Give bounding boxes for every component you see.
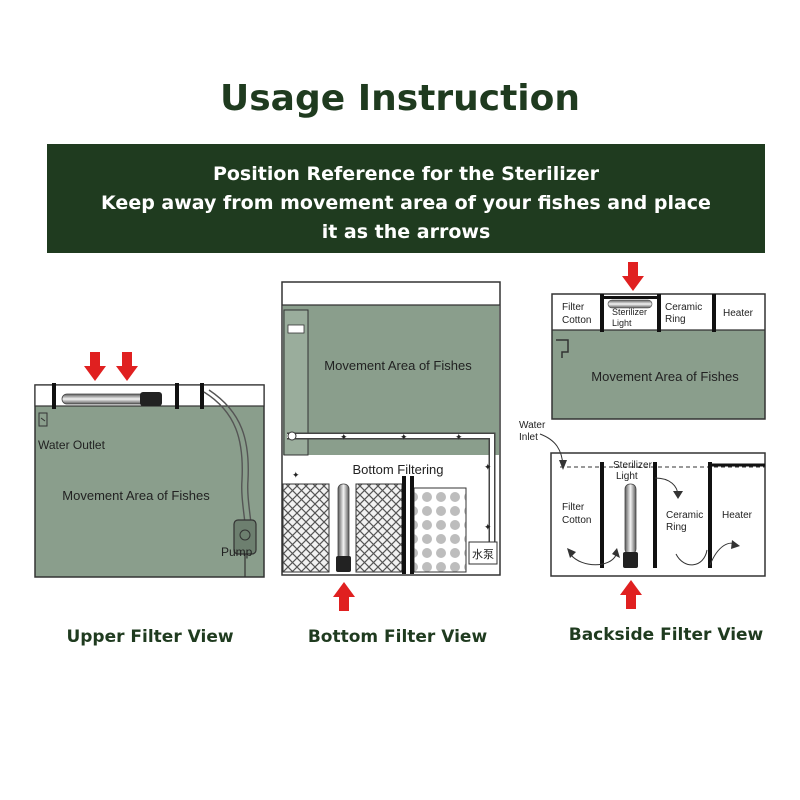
upper-water-outlet-label: Water Outlet — [38, 438, 106, 452]
top-sterilizer-label-2: Light — [612, 318, 632, 328]
upper-filter-caption: Upper Filter View — [66, 627, 234, 647]
backside-bottom-red-arrow — [620, 580, 642, 609]
svg-text:✦: ✦ — [484, 462, 492, 472]
backside-top-sterilizer — [607, 299, 653, 309]
svg-text:✦: ✦ — [340, 432, 348, 442]
upper-movement-label: Movement Area of Fishes — [62, 488, 210, 503]
bottom-pump-label: 水泵 — [472, 548, 494, 561]
upper-filter-view: Water Outlet Movement Area of Fishes Pum… — [34, 352, 265, 578]
page-title: Usage Instruction — [220, 78, 580, 119]
pump-icon — [233, 519, 257, 577]
svg-text:✦: ✦ — [484, 522, 492, 532]
water-inlet-label-1: Water — [519, 420, 546, 431]
backside-bottom-sterilizer — [623, 483, 638, 568]
bot-ceramic-label-1: Ceramic — [666, 510, 703, 521]
backside-top-red-arrow — [622, 262, 644, 291]
bot-sterilizer-label-1: Sterilizer — [613, 460, 653, 471]
bottom-tank-water — [283, 305, 499, 455]
bot-filter-cotton-label-2: Cotton — [562, 515, 591, 526]
top-ceramic-label-2: Ring — [665, 314, 686, 325]
upper-red-arrow-1 — [84, 352, 106, 381]
top-heater-label: Heater — [723, 308, 754, 319]
top-filter-cotton-label-2: Cotton — [562, 315, 591, 326]
top-ceramic-label-1: Ceramic — [665, 302, 702, 313]
backside-bottom-outline — [550, 452, 766, 577]
water-inlet-label-2: Inlet — [519, 432, 538, 443]
upper-red-arrow-2 — [116, 352, 138, 381]
backside-movement-label: Movement Area of Fishes — [591, 369, 739, 384]
top-sterilizer-label-1: Sterilizer — [612, 307, 647, 317]
backside-top-view: Filter Cotton Sterilizer Light Ceramic R… — [551, 262, 766, 420]
bot-heater-label: Heater — [722, 510, 753, 521]
bottom-filter-caption: Bottom Filter View — [307, 627, 488, 647]
upper-sterilizer-light — [61, 392, 162, 406]
flow-marks: ✦ ✦ ✦ ✦ ✦ ✦ — [292, 432, 492, 532]
pump-box — [468, 541, 498, 565]
top-filter-cotton-label-1: Filter — [562, 302, 585, 313]
backside-top-water — [552, 330, 765, 419]
water-outlet-icon — [38, 412, 48, 427]
flow-arrowheads — [567, 491, 740, 558]
sponge-block-1 — [282, 483, 330, 573]
overflow-column — [283, 309, 309, 456]
bot-filter-cotton-label-1: Filter — [562, 502, 585, 513]
backside-filter-caption: Backside Filter View — [568, 625, 764, 645]
bottom-filter-view: Movement Area of Fishes Bottom Filtering… — [281, 281, 501, 611]
banner-line-2: Keep away from movement area of your fis… — [101, 192, 711, 214]
bot-sterilizer-label-2: Light — [616, 471, 638, 482]
svg-text:✦: ✦ — [292, 470, 300, 480]
upper-pump-label: Pump — [221, 545, 253, 559]
banner-line-3: it as the arrows — [321, 221, 491, 243]
banner-line-1: Position Reference for the Sterilizer — [212, 163, 600, 185]
svg-text:✦: ✦ — [400, 432, 408, 442]
bottom-filtering-label: Bottom Filtering — [352, 462, 443, 477]
water-inlet-icon — [556, 339, 569, 358]
backside-bottom-view: Water Inlet Sterilizer Light Filter Cott… — [519, 420, 766, 609]
ceramic-ring-block — [413, 487, 467, 573]
bottom-sterilizer-light — [336, 483, 351, 572]
instruction-banner: Position Reference for the Sterilizer Ke… — [47, 144, 765, 253]
bottom-movement-label: Movement Area of Fishes — [324, 358, 472, 373]
svg-text:✦: ✦ — [455, 432, 463, 442]
upper-tank-water — [35, 406, 264, 577]
bottom-red-arrow — [333, 582, 355, 611]
sponge-block-2 — [355, 483, 403, 573]
bot-ceramic-label-2: Ring — [666, 522, 687, 533]
